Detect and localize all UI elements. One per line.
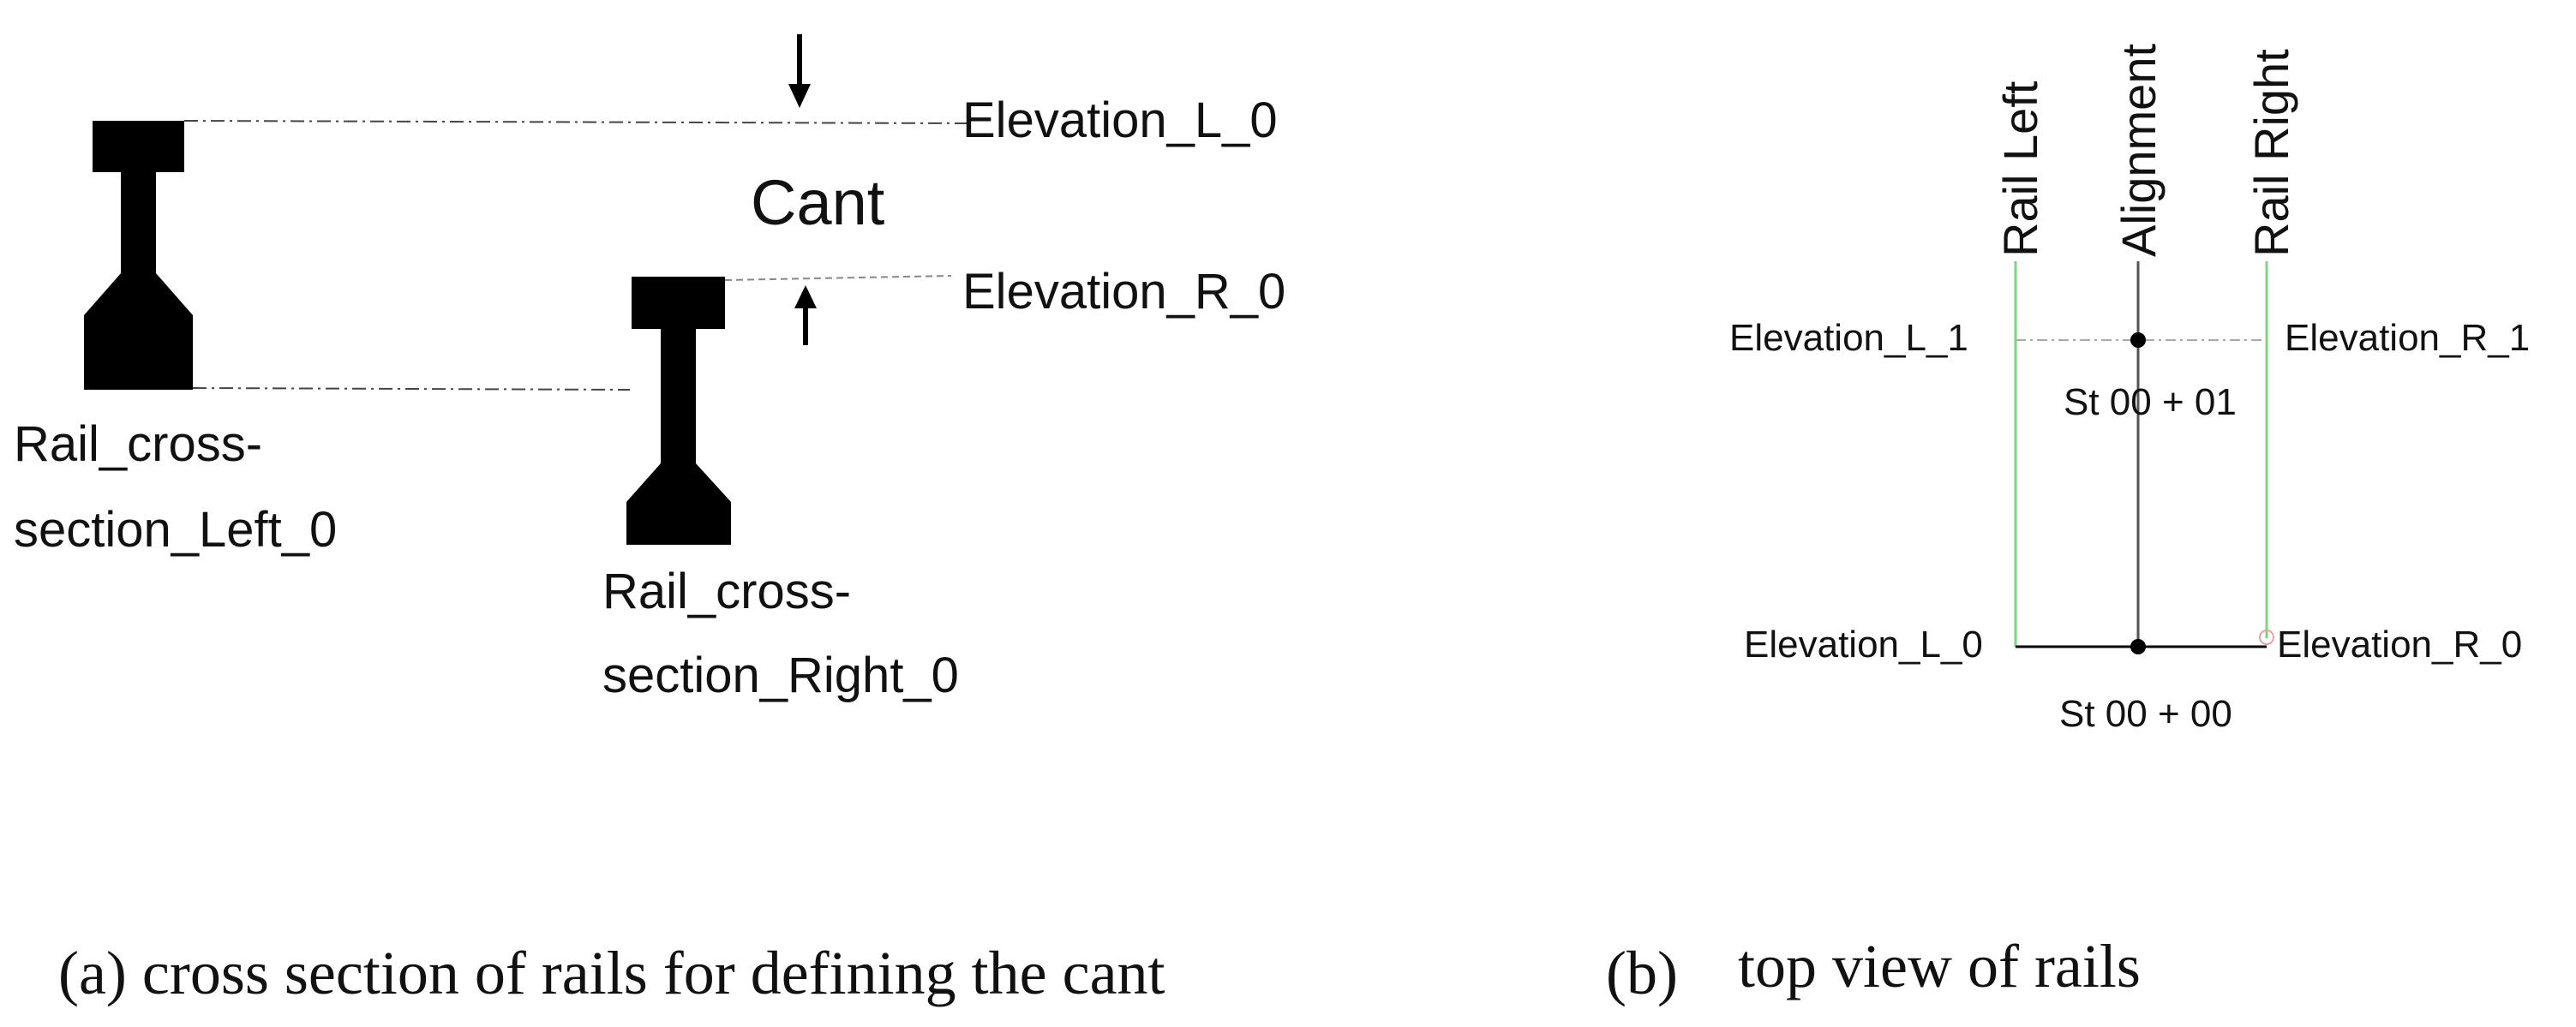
label-elevation-l0-b: Elevation_L_0 <box>1744 624 1983 666</box>
caption-b-prefix: (b) <box>1606 939 1678 1007</box>
rail-right-profile <box>626 277 731 545</box>
label-elevation-r1: Elevation_R_1 <box>2285 317 2530 359</box>
panel-b-top-view: Rail Left Alignment Rail Right Elevation… <box>1729 44 2530 735</box>
left-rail-base-line <box>192 387 631 391</box>
station-01-point <box>2130 332 2146 348</box>
cant-arrow-down <box>788 34 811 108</box>
label-cant: Cant <box>751 167 885 238</box>
rail-left-profile <box>84 121 193 390</box>
top-reference-line <box>183 120 969 124</box>
label-elevation-r0-b: Elevation_R_0 <box>2277 624 2522 666</box>
label-rail-left-line2: section_Left_0 <box>14 502 337 558</box>
label-rail-right-line2: section_Right_0 <box>602 648 959 703</box>
label-rail-left-line1: Rail_cross- <box>14 416 262 472</box>
caption-b-text: top view of rails <box>1738 932 2141 1000</box>
label-rail-left: Rail Left <box>1993 81 2047 257</box>
label-alignment: Alignment <box>2112 44 2166 257</box>
label-elevation-l1: Elevation_L_1 <box>1729 317 1968 359</box>
cant-arrow-up <box>794 285 817 345</box>
label-elevation-l0-a: Elevation_L_0 <box>962 93 1278 148</box>
label-rail-right: Rail Right <box>2244 49 2298 257</box>
panel-a-cross-section: Elevation_L_0 Cant Elevation_R_0 Rail_cr… <box>14 34 1285 703</box>
caption-a: (a) cross section of rails for defining … <box>58 939 1165 1007</box>
label-elevation-r0-a: Elevation_R_0 <box>962 264 1285 319</box>
right-rail-top-line <box>724 275 952 281</box>
label-station-00: St 00 + 00 <box>2059 693 2232 735</box>
elevation-r0-marker <box>2259 630 2274 645</box>
label-station-01: St 00 + 01 <box>2064 381 2237 423</box>
label-rail-right-line1: Rail_cross- <box>602 564 851 619</box>
station-00-point <box>2130 639 2146 654</box>
